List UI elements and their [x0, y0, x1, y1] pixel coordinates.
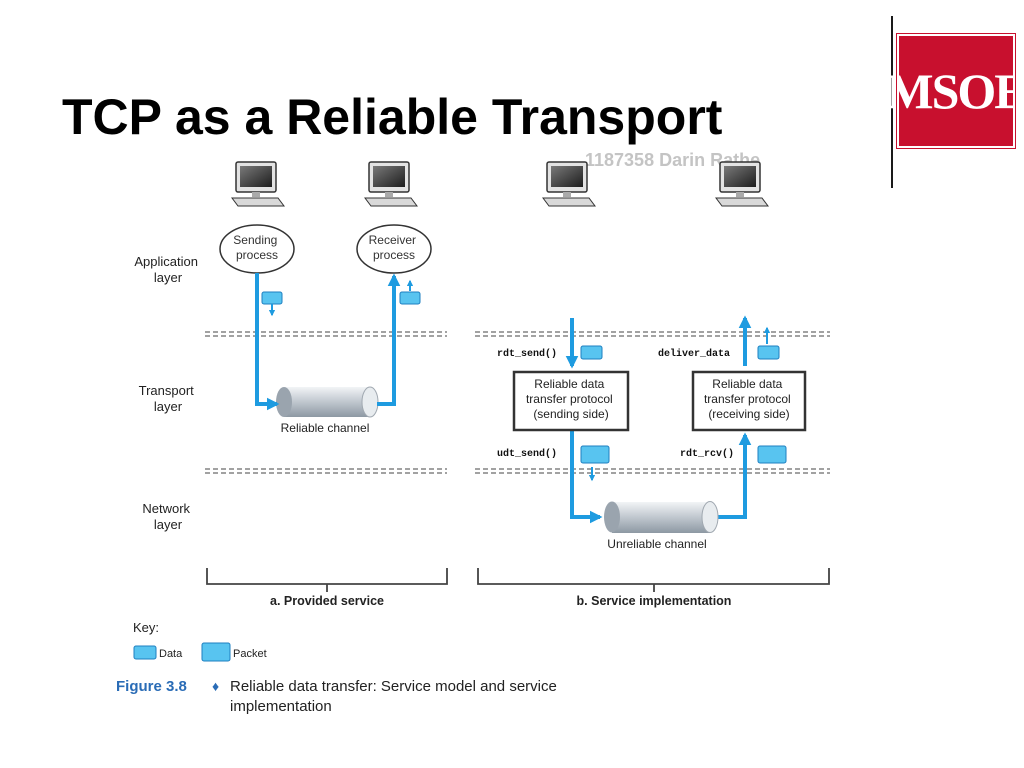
data-packet-icon — [580, 345, 603, 360]
implementation-flow — [565, 315, 752, 524]
service-implementation-label: b. Service implementation — [577, 594, 732, 608]
udt-send-label: udt_send() — [497, 448, 557, 460]
receiving-side-protocol-box — [691, 370, 807, 432]
rdt-send-label: rdt_send() — [497, 348, 557, 360]
computer-icon — [715, 161, 769, 207]
key-title: Key: — [133, 620, 159, 635]
receiver-process-ellipse — [356, 224, 432, 274]
computer-icon — [364, 161, 418, 207]
transport-layer-label: Transport layer — [139, 383, 198, 414]
key-packet-swatch — [201, 642, 231, 662]
title-divider — [891, 16, 893, 188]
sending-side-protocol-box — [512, 370, 630, 432]
watermark: 1187358 Darin Rathe — [585, 150, 761, 170]
provided-service-label: a. Provided service — [270, 594, 384, 608]
unreliable-channel-cylinder — [604, 501, 719, 533]
rdt-rcv-label: rdt_rcv() — [680, 448, 734, 460]
slide-title: TCP as a Reliable Transport — [62, 89, 723, 145]
key-packet-label: Packet — [233, 648, 267, 660]
data-packet-icon — [757, 345, 780, 360]
small-flow-arrows — [588, 326, 771, 482]
msoe-logo: MSOE — [886, 33, 1024, 149]
computer-icon — [542, 161, 596, 207]
reliable-channel-label: Reliable channel — [281, 421, 370, 435]
data-packet-icon — [399, 279, 421, 305]
logo-text: MSOE — [886, 62, 1024, 119]
unreliable-channel-label: Unreliable channel — [607, 537, 706, 551]
layer-boundaries — [205, 331, 830, 474]
computer-icon — [231, 161, 285, 207]
receiver-process-label: Receiver process — [369, 233, 420, 262]
provided-service-flow — [255, 273, 401, 411]
receiving-side-protocol-label: Reliable data transfer protocol (receivi… — [704, 377, 794, 421]
figure-caption: Reliable data transfer: Service model an… — [230, 678, 561, 715]
key-data-swatch — [133, 645, 157, 660]
data-packet-icon — [261, 291, 283, 317]
deliver-data-label: deliver_data — [658, 348, 730, 360]
key-data-label: Data — [159, 648, 183, 660]
application-layer-label: Application layer — [134, 254, 201, 285]
panel-brackets — [206, 568, 830, 592]
figure-number: Figure 3.8 — [116, 678, 187, 695]
sending-side-protocol-label: Reliable data transfer protocol (sending… — [526, 377, 616, 421]
packet-icon — [757, 445, 787, 464]
reliable-channel-cylinder — [276, 386, 379, 418]
network-layer-label: Network layer — [142, 501, 193, 532]
packet-icon — [580, 445, 610, 464]
sending-process-label: Sending process — [233, 233, 280, 262]
caption-bullet: ♦ — [212, 678, 219, 694]
